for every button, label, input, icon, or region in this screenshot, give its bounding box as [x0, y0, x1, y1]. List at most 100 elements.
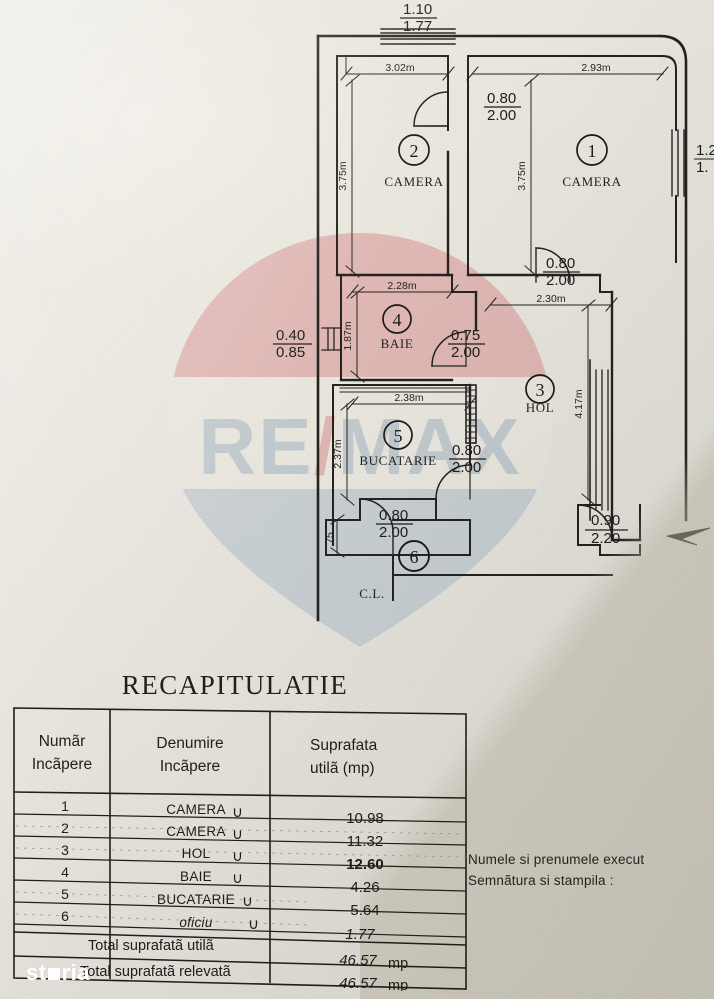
svg-text:mp: mp [388, 956, 408, 972]
svg-text:Incãpere: Incãpere [160, 758, 220, 775]
svg-text:2: 2 [61, 820, 69, 836]
dimension-labels: 3.02m 2.93m 3.75m 3.75m 2.28m 1.87m 2.30… [324, 62, 611, 544]
opening-door-bucatarie: 0.80 2.00 [449, 442, 486, 476]
svg-text:1: 1 [61, 798, 69, 814]
svg-text:1: 1 [588, 141, 597, 161]
entrance-arrow-icon [666, 527, 711, 546]
svg-text:∪: ∪ [232, 804, 243, 821]
svg-text:oficiu: oficiu [179, 915, 213, 930]
svg-text:0.85: 0.85 [276, 344, 305, 361]
wall-right-inner-upper [661, 54, 677, 131]
table-faint-guides [15, 825, 467, 926]
window-small-left-symbol [321, 327, 342, 351]
table-row: 2 CAMERA ∪ 11.32 [61, 820, 383, 850]
svg-text:2.00: 2.00 [379, 524, 408, 541]
svg-text:4: 4 [393, 310, 402, 330]
floorplan-drawing: 3.02m 2.93m 3.75m 3.75m 2.28m 1.87m 2.30… [273, 1, 714, 622]
dim-cl-height: 75 [324, 532, 336, 544]
table-total-row: Total suprafatã relevatã 46.57 mp [80, 964, 408, 994]
closet-label: C.L. [359, 586, 385, 601]
svg-text:6: 6 [410, 547, 419, 567]
svg-text:CAMERA: CAMERA [166, 824, 226, 839]
svg-text:BUCATARIE: BUCATARIE [157, 892, 235, 907]
dimension-lines [330, 55, 669, 558]
svg-text:HOL: HOL [526, 400, 555, 415]
table-row-rules [13, 813, 467, 938]
svg-text:∪: ∪ [242, 893, 253, 910]
window-top-symbol [380, 28, 456, 45]
table-total-row: Total suprafatã utilã 46.57 mp [88, 938, 408, 972]
room-marker-3: 3 HOL [525, 374, 555, 415]
svg-text:mp: mp [388, 978, 408, 991]
svg-text:2.00: 2.00 [452, 459, 481, 476]
svg-text:12.60: 12.60 [346, 856, 384, 873]
dim-buc-width: 2.38m [394, 392, 423, 404]
svg-text:1.77: 1.77 [345, 926, 375, 943]
dim-buc-height: 2.37m [332, 439, 344, 468]
room-marker-5: 5 BUCATARIE [359, 420, 436, 468]
svg-text:0.80: 0.80 [379, 507, 408, 524]
dim-room1-height: 3.75m [516, 161, 528, 190]
dim-baie-width: 2.28m [387, 280, 416, 292]
storia-text-before: st [26, 960, 47, 985]
opening-door-entrance: 0.90 2.20 [585, 512, 628, 547]
table-row: 3 HOL ∪ 12.60 [61, 842, 384, 873]
opening-door-camera1: 0.80 2.00 [543, 255, 580, 289]
svg-text:3: 3 [536, 380, 545, 400]
svg-text:6: 6 [61, 908, 69, 924]
svg-text:3: 3 [61, 842, 69, 858]
svg-text:0.40: 0.40 [276, 327, 305, 344]
door-swing-baie [431, 331, 467, 367]
dim-hol-height: 4.17m [573, 389, 585, 418]
svg-text:Suprafata: Suprafata [310, 737, 378, 754]
svg-text:∪: ∪ [232, 848, 243, 865]
table-row: 1 CAMERA ∪ 10.98 [61, 798, 384, 827]
svg-text:2.00: 2.00 [487, 107, 516, 124]
svg-text:CAMERA: CAMERA [384, 174, 443, 189]
signature-note-line2: Semnãtura si stampila : [468, 872, 614, 888]
svg-text:1.: 1. [696, 159, 709, 176]
svg-text:1.10: 1.10 [403, 1, 432, 18]
recapitulatie-table: Numãr Incãpere Denumire Incãpere Suprafa… [10, 706, 470, 994]
svg-text:∪: ∪ [232, 870, 243, 887]
recapitulatie-title: RECAPITULATIE [121, 670, 349, 700]
svg-text:Incãpere: Incãpere [32, 756, 92, 773]
svg-text:∪: ∪ [248, 916, 259, 933]
svg-text:0.75: 0.75 [451, 327, 480, 344]
table-outer-border [13, 707, 467, 990]
signature-note-line1: Numele si prenumele execut [468, 852, 645, 867]
svg-text:CAMERA: CAMERA [562, 174, 621, 189]
room-marker-2: 2 CAMERA [384, 134, 443, 189]
table-row: 6 oficiu ∪ 1.77 [61, 908, 375, 943]
svg-text:1.77: 1.77 [403, 18, 432, 35]
svg-text:2: 2 [410, 141, 419, 161]
svg-text:10.98: 10.98 [346, 810, 384, 827]
svg-text:5: 5 [394, 426, 403, 446]
svg-text:5: 5 [61, 886, 69, 902]
storia-square-o [48, 968, 61, 980]
svg-text:Total suprafatã relevatã: Total suprafatã relevatã [80, 964, 232, 980]
svg-text:4.26: 4.26 [350, 879, 379, 896]
svg-text:0.80: 0.80 [546, 255, 575, 272]
svg-text:Numãr: Numãr [39, 733, 86, 750]
wall-top-inner-left [336, 55, 449, 93]
opening-door-baie: 0.75 2.00 [448, 327, 485, 361]
svg-text:46.57: 46.57 [339, 975, 377, 991]
opening-door-camera2: 0.80 2.00 [484, 90, 521, 124]
dim-baie-height: 1.87m [342, 321, 354, 350]
svg-text:4: 4 [61, 864, 69, 880]
svg-text:46.57: 46.57 [339, 952, 377, 969]
svg-text:BUCATARIE: BUCATARIE [359, 453, 436, 468]
wall-right-outer [658, 34, 688, 522]
svg-text:0.90: 0.90 [591, 512, 620, 529]
opening-window-right: 1.2 1. [694, 142, 714, 176]
opening-window-top: 1.10 1.77 [400, 1, 437, 35]
recapitulatie-section: RECAPITULATIE [0, 660, 714, 999]
table-row: 4 BAIE ∪ 4.26 [61, 864, 380, 896]
dim-room2-width: 3.02m [385, 62, 414, 74]
svg-text:BAIE: BAIE [381, 336, 414, 351]
svg-text:Total suprafatã utilã: Total suprafatã utilã [88, 938, 215, 954]
svg-text:CAMERA: CAMERA [166, 802, 226, 817]
table-total-rules [13, 931, 467, 969]
